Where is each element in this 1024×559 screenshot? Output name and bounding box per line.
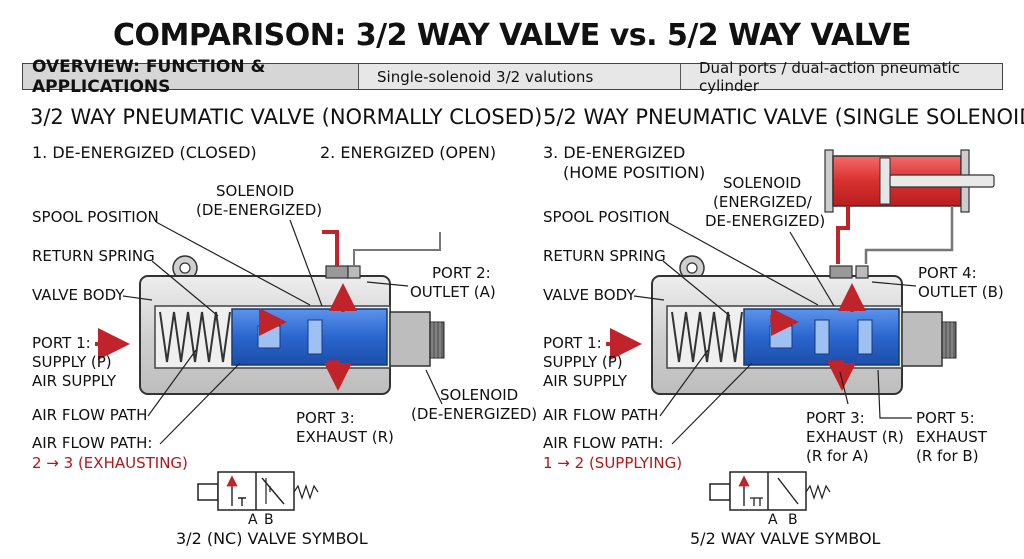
left-state2: 2. ENERGIZED (OPEN) bbox=[320, 143, 496, 162]
right-solenoid-top-3: DE-ENERGIZED) bbox=[705, 212, 825, 230]
right-port4-1: PORT 4: bbox=[918, 264, 977, 282]
left-symbol-port-a: A bbox=[248, 512, 258, 528]
right-flow2-label: AIR FLOW PATH: bbox=[543, 434, 663, 452]
left-leader-lines bbox=[122, 219, 443, 445]
left-port1-2: SUPPLY (P) bbox=[32, 353, 112, 371]
page-title: COMPARISON: 3/2 WAY VALVE vs. 5/2 WAY VA… bbox=[113, 18, 911, 53]
right-port5-1: PORT 5: bbox=[916, 409, 975, 427]
left-valve-symbol bbox=[197, 471, 319, 511]
right-flow-label: AIR FLOW PATH bbox=[543, 406, 658, 424]
right-heading: 5/2 WAY PNEUMATIC VALVE (SINGLE SOLENOID… bbox=[543, 105, 1024, 129]
right-spring-label: RETURN SPRING bbox=[543, 247, 666, 265]
right-symbol-port-b: B bbox=[788, 512, 798, 528]
left-port1-3: AIR SUPPLY bbox=[32, 372, 117, 390]
left-spool-label: SPOOL POSITION bbox=[32, 208, 159, 226]
right-port5-3: (R for B) bbox=[916, 447, 979, 465]
right-return-spring bbox=[671, 311, 743, 363]
left-solenoid bbox=[389, 311, 445, 367]
left-heading: 3/2 WAY PNEUMATIC VALVE (NORMALLY CLOSED… bbox=[30, 105, 542, 129]
right-port1-3: AIR SUPPLY bbox=[543, 372, 628, 390]
left-return-spring bbox=[159, 311, 231, 363]
right-symbol-port-a: A bbox=[768, 512, 778, 528]
right-state3-1: 3. DE-ENERGIZED bbox=[543, 143, 685, 162]
left-symbol-caption: 3/2 (NC) VALVE SYMBOL bbox=[176, 529, 368, 548]
right-leader-lines bbox=[633, 221, 917, 445]
left-spring-label: RETURN SPRING bbox=[32, 247, 155, 265]
left-solenoid-right-2: (DE-ENERGIZED) bbox=[411, 405, 537, 423]
right-port3-1: PORT 3: bbox=[806, 409, 865, 427]
right-spool bbox=[743, 308, 900, 366]
right-symbol-caption: 5/2 WAY VALVE SYMBOL bbox=[690, 529, 881, 548]
left-flow-label: AIR FLOW PATH bbox=[32, 406, 147, 424]
left-flow2-value: 2 → 3 (EXHAUSTING) bbox=[32, 454, 188, 472]
left-solenoid-top-2: (DE-ENERGIZED) bbox=[196, 201, 322, 219]
left-solenoid-right-1: SOLENOID bbox=[440, 386, 518, 404]
right-spool-label: SPOOL POSITION bbox=[543, 208, 670, 226]
right-port5-2: EXHAUST bbox=[916, 428, 988, 446]
right-solenoid bbox=[901, 311, 957, 367]
left-symbol-port-b: B bbox=[264, 512, 274, 528]
left-port2-2: OUTLET (A) bbox=[410, 283, 496, 301]
cylinder bbox=[824, 149, 995, 213]
right-port3-3: (R for A) bbox=[806, 447, 869, 465]
right-port3-2: EXHAUST (R) bbox=[806, 428, 904, 446]
right-port1-1: PORT 1: bbox=[543, 334, 602, 352]
right-solenoid-top-1: SOLENOID bbox=[723, 174, 801, 192]
left-port2-1: PORT 2: bbox=[432, 264, 491, 282]
right-body-label: VALVE BODY bbox=[543, 286, 636, 304]
right-state3-2: (HOME POSITION) bbox=[563, 163, 705, 182]
left-port3-1: PORT 3: bbox=[296, 409, 355, 427]
left-state1: 1. DE-ENERGIZED (CLOSED) bbox=[32, 143, 257, 162]
overview-col2: Single-solenoid 3/2 valutions bbox=[359, 64, 681, 89]
left-port1-1: PORT 1: bbox=[32, 334, 91, 352]
left-flow2-label: AIR FLOW PATH: bbox=[32, 434, 152, 452]
left-spool bbox=[231, 308, 388, 366]
left-port3-2: EXHAUST (R) bbox=[296, 428, 394, 446]
right-valve-symbol bbox=[709, 471, 831, 511]
left-body-label: VALVE BODY bbox=[32, 286, 125, 304]
left-solenoid-top-1: SOLENOID bbox=[216, 182, 294, 200]
right-solenoid-top-2: (ENERGIZED/ bbox=[713, 193, 813, 211]
right-port4-2: OUTLET (B) bbox=[918, 283, 1004, 301]
right-port1-2: SUPPLY (P) bbox=[543, 353, 623, 371]
right-flow2-value: 1 → 2 (SUPPLYING) bbox=[543, 454, 682, 472]
